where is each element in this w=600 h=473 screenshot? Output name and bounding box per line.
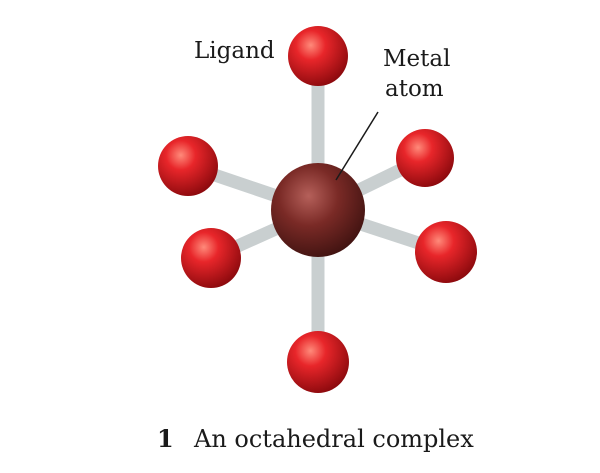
metal-label-line2: atom: [385, 76, 444, 102]
caption-text: An octahedral complex: [193, 425, 474, 453]
ligand-atom-left-front: [181, 228, 241, 288]
metal-label-line1: Metal: [383, 46, 450, 72]
ligand-atom-right-back: [396, 129, 454, 187]
ligand-atom-bottom: [287, 331, 349, 393]
ligand-atom-left-back: [158, 136, 218, 196]
metal-atom: [271, 163, 365, 257]
metal-label-leader-line: [335, 111, 379, 181]
ligand-atom-right-front: [415, 221, 477, 283]
ligand-atom-top: [288, 26, 348, 86]
ligand-label: Ligand: [194, 38, 275, 64]
caption-number: 1: [157, 424, 174, 453]
